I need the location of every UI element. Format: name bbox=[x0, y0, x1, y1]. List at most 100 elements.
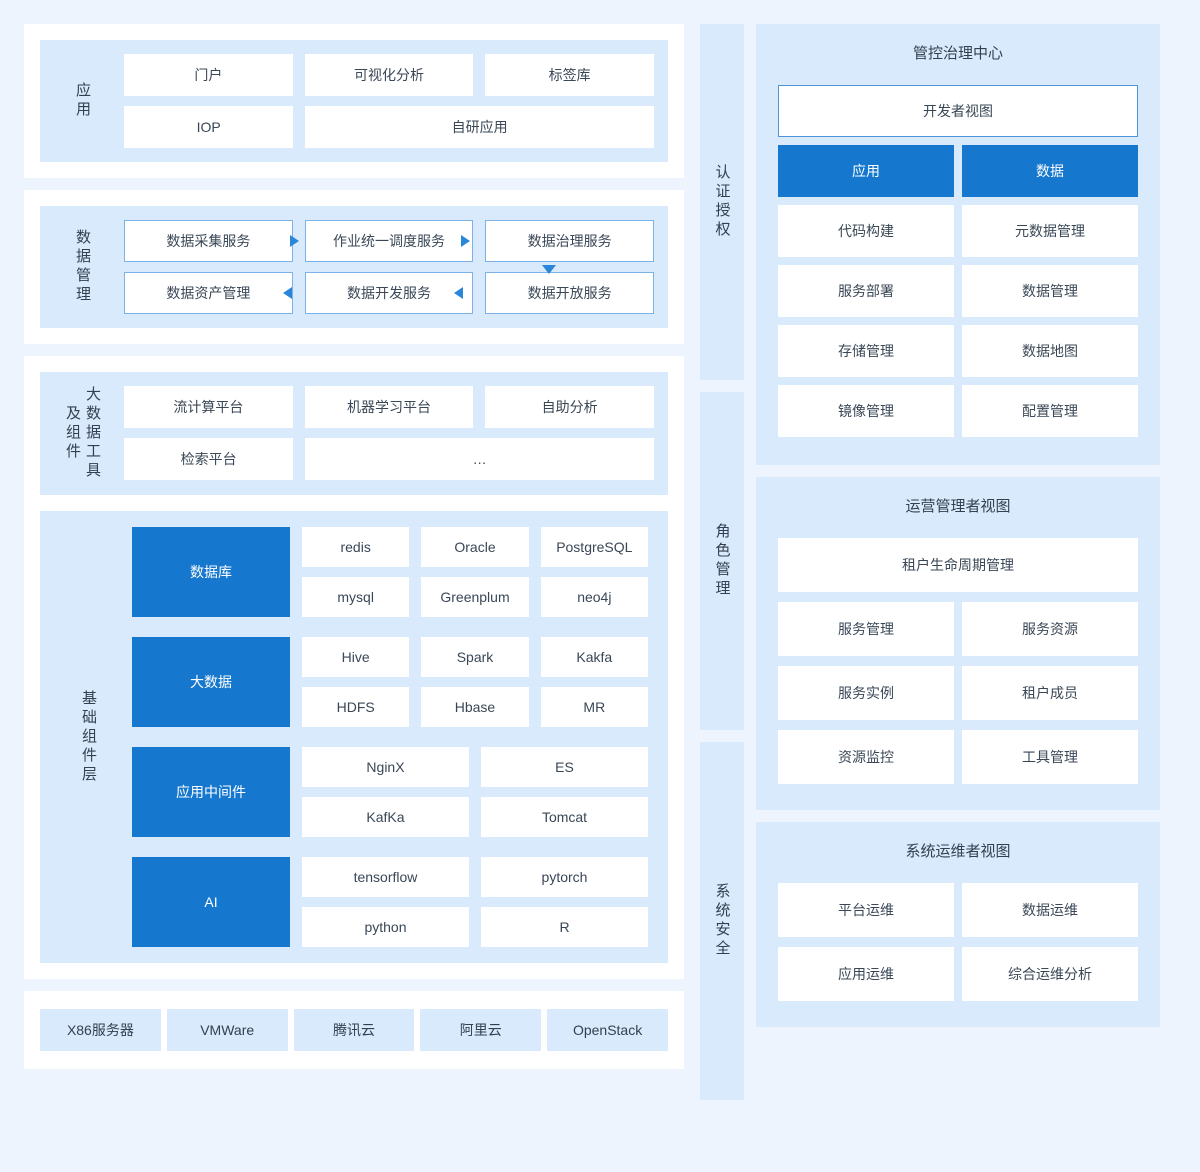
cell-platform-operations[interactable]: 平台运维 bbox=[778, 883, 954, 937]
panel-row-image-config: 镜像管理 配置管理 bbox=[778, 385, 1138, 437]
base-tile-redis[interactable]: redis bbox=[302, 527, 410, 567]
dm-tile-development-service[interactable]: 数据开发服务 bbox=[304, 272, 474, 314]
app-tile-tag-library[interactable]: 标签库 bbox=[485, 54, 655, 96]
bigdata-tools-label-wrap: 大数据工具 及组件 bbox=[54, 386, 110, 481]
arrow-left-open-to-development bbox=[454, 287, 463, 299]
cell-image-management[interactable]: 镜像管理 bbox=[778, 385, 954, 437]
infra-tile-x86-server[interactable]: X86服务器 bbox=[40, 1009, 161, 1051]
base-category-ai[interactable]: AI bbox=[132, 857, 290, 947]
base-group-ai: AI tensorflow pytorch python R bbox=[132, 857, 648, 947]
application-tiles: 门户 可视化分析 标签库 IOP 自研应用 bbox=[124, 54, 655, 148]
dm-tile-scheduling-service[interactable]: 作业统一调度服务 bbox=[304, 220, 474, 262]
dm-tile-collection-service[interactable]: 数据采集服务 bbox=[124, 220, 293, 262]
base-tile-python[interactable]: python bbox=[302, 907, 469, 947]
base-tile-neo4j[interactable]: neo4j bbox=[540, 577, 648, 617]
cell-service-instance[interactable]: 服务实例 bbox=[778, 666, 954, 720]
base-tile-mr[interactable]: MR bbox=[540, 687, 648, 727]
bigdata-tools-row-1: 流计算平台 机器学习平台 自助分析 bbox=[124, 386, 655, 428]
cell-data-map[interactable]: 数据地图 bbox=[962, 325, 1138, 377]
app-tile-portal[interactable]: 门户 bbox=[124, 54, 293, 96]
cell-data[interactable]: 数据 bbox=[962, 145, 1138, 197]
cell-code-build[interactable]: 代码构建 bbox=[778, 205, 954, 257]
cell-comprehensive-ops-analysis[interactable]: 综合运维分析 bbox=[962, 947, 1138, 1001]
base-tile-kakfa[interactable]: Kakfa bbox=[540, 637, 648, 677]
cell-application[interactable]: 应用 bbox=[778, 145, 954, 197]
base-tile-hbase[interactable]: Hbase bbox=[421, 687, 529, 727]
cell-service-deployment[interactable]: 服务部署 bbox=[778, 265, 954, 317]
base-tile-oracle[interactable]: Oracle bbox=[421, 527, 529, 567]
panel-operations-manager-view: 运营管理者视图 租户生命周期管理 服务管理 服务资源 服务实例 租户成员 资源监… bbox=[756, 477, 1160, 810]
base-tile-tensorflow[interactable]: tensorflow bbox=[302, 857, 469, 897]
cell-resource-monitoring[interactable]: 资源监控 bbox=[778, 730, 954, 784]
base-tile-hdfs[interactable]: HDFS bbox=[302, 687, 410, 727]
bdt-tile-search-platform[interactable]: 检索平台 bbox=[124, 438, 294, 480]
base-row-database-2: mysql Greenplum neo4j bbox=[302, 577, 648, 617]
bdt-tile-self-service-analysis[interactable]: 自助分析 bbox=[485, 386, 655, 428]
cell-developer-view[interactable]: 开发者视图 bbox=[778, 85, 1138, 137]
cell-application-operations[interactable]: 应用运维 bbox=[778, 947, 954, 1001]
cell-metadata-management[interactable]: 元数据管理 bbox=[962, 205, 1138, 257]
base-tile-spark[interactable]: Spark bbox=[421, 637, 529, 677]
dm-tile-governance-service[interactable]: 数据治理服务 bbox=[485, 220, 655, 262]
base-row-ai-1: tensorflow pytorch bbox=[302, 857, 648, 897]
bdt-tile-stream-computing[interactable]: 流计算平台 bbox=[124, 386, 293, 428]
base-tile-hive[interactable]: Hive bbox=[302, 637, 410, 677]
app-tile-iop[interactable]: IOP bbox=[124, 106, 294, 148]
infra-tile-vmware[interactable]: VMWare bbox=[166, 1009, 288, 1051]
data-management-label: 数据管理 bbox=[74, 229, 91, 305]
app-tile-visual-analysis[interactable]: 可视化分析 bbox=[304, 54, 474, 96]
cell-service-resource[interactable]: 服务资源 bbox=[962, 602, 1138, 656]
arrow-right-collection-to-scheduling bbox=[290, 235, 299, 247]
cell-tenant-lifecycle-management[interactable]: 租户生命周期管理 bbox=[778, 538, 1138, 592]
base-tile-es[interactable]: ES bbox=[481, 747, 648, 787]
dm-tile-open-service[interactable]: 数据开放服务 bbox=[485, 272, 655, 314]
base-category-middleware[interactable]: 应用中间件 bbox=[132, 747, 290, 837]
application-layer-card: 应用 门户 可视化分析 标签库 IOP 自研应用 bbox=[24, 24, 684, 178]
bdt-tile-ellipsis[interactable]: … bbox=[305, 438, 654, 480]
arrow-down-governance-to-open bbox=[542, 265, 556, 274]
data-management-inner: 数据管理 数据采集服务 作业统一调度服务 数据治理服务 数据资产管理 数据开发服… bbox=[40, 206, 668, 328]
bigdata-tools-label-col1: 大数据工具 bbox=[84, 386, 101, 481]
dm-tile-asset-management[interactable]: 数据资产管理 bbox=[124, 272, 293, 314]
app-tile-self-developed[interactable]: 自研应用 bbox=[305, 106, 654, 148]
base-tile-greenplum[interactable]: Greenplum bbox=[421, 577, 529, 617]
base-category-bigdata[interactable]: 大数据 bbox=[132, 637, 290, 727]
panel-row-storage-datamap: 存储管理 数据地图 bbox=[778, 325, 1138, 377]
infra-tile-openstack[interactable]: OpenStack bbox=[547, 1009, 668, 1051]
bigdata-tools-inner: 大数据工具 及组件 流计算平台 机器学习平台 自助分析 检索平台 … bbox=[40, 372, 668, 495]
panel-rows-system-operations-view: 平台运维 数据运维 应用运维 综合运维分析 bbox=[778, 883, 1138, 1001]
data-management-layer-card: 数据管理 数据采集服务 作业统一调度服务 数据治理服务 数据资产管理 数据开发服… bbox=[24, 190, 684, 344]
base-tile-tomcat[interactable]: Tomcat bbox=[481, 797, 648, 837]
sidebar-bar-authentication[interactable]: 认证授权 bbox=[700, 24, 744, 380]
base-tile-postgresql[interactable]: PostgreSQL bbox=[540, 527, 648, 567]
base-group-database: 数据库 redis Oracle PostgreSQL mysql Greenp… bbox=[132, 527, 648, 617]
infra-tile-tencent-cloud[interactable]: 腾讯云 bbox=[293, 1009, 415, 1051]
cell-service-management[interactable]: 服务管理 bbox=[778, 602, 954, 656]
sidebar-bar-system-security[interactable]: 系统安全 bbox=[700, 742, 744, 1100]
right-panels: 管控治理中心 开发者视图 应用 数据 代码构建 元数据管理 服务部署 bbox=[756, 24, 1160, 1172]
cell-data-management[interactable]: 数据管理 bbox=[962, 265, 1138, 317]
cell-data-operations[interactable]: 数据运维 bbox=[962, 883, 1138, 937]
base-tile-pytorch[interactable]: pytorch bbox=[481, 857, 648, 897]
infra-tile-alibaba-cloud[interactable]: 阿里云 bbox=[420, 1009, 542, 1051]
base-tile-r[interactable]: R bbox=[481, 907, 648, 947]
application-row-2: IOP 自研应用 bbox=[124, 106, 654, 148]
base-tile-nginx[interactable]: NginX bbox=[302, 747, 469, 787]
base-tile-mysql[interactable]: mysql bbox=[302, 577, 410, 617]
bdt-tile-machine-learning[interactable]: 机器学习平台 bbox=[304, 386, 474, 428]
cell-tool-management[interactable]: 工具管理 bbox=[962, 730, 1138, 784]
panel-row-developer-view: 开发者视图 bbox=[778, 85, 1138, 137]
panel-row-code-metadata: 代码构建 元数据管理 bbox=[778, 205, 1138, 257]
sidebar-bar-role-management[interactable]: 角色管理 bbox=[700, 392, 744, 730]
base-tile-kafka[interactable]: KafKa bbox=[302, 797, 469, 837]
base-row-middleware-1: NginX ES bbox=[302, 747, 648, 787]
sidebar-label-system-security: 系统安全 bbox=[713, 883, 731, 959]
left-column: 应用 门户 可视化分析 标签库 IOP 自研应用 bbox=[24, 24, 684, 1069]
cell-tenant-member[interactable]: 租户成员 bbox=[962, 666, 1138, 720]
sidebar-label-role-management: 角色管理 bbox=[713, 523, 731, 599]
cell-config-management[interactable]: 配置管理 bbox=[962, 385, 1138, 437]
cell-storage-management[interactable]: 存储管理 bbox=[778, 325, 954, 377]
arrow-left-development-to-asset bbox=[283, 287, 292, 299]
base-category-database[interactable]: 数据库 bbox=[132, 527, 290, 617]
